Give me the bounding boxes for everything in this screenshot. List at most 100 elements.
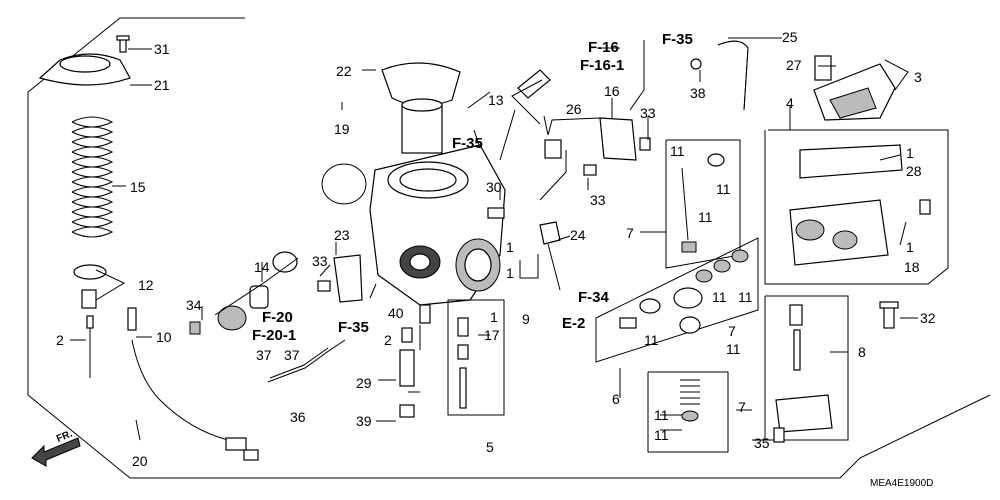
label-11-e: 11 <box>738 289 753 305</box>
float-chamber-box-8 <box>764 295 849 441</box>
label-16: 16 <box>604 83 620 99</box>
label-22: 22 <box>336 63 352 79</box>
label-1-a: 1 <box>506 239 514 255</box>
label-5: 5 <box>486 439 494 455</box>
label-2-left: 2 <box>56 332 64 348</box>
spring-15 <box>71 116 114 238</box>
ref-f35-bottom: F-35 <box>338 319 369 336</box>
diagram-code: MEA4E1900D <box>870 478 933 489</box>
carburetor-body <box>369 144 506 306</box>
label-10: 10 <box>156 329 172 345</box>
bracket-16 <box>599 117 637 161</box>
ref-f20: F-20 <box>262 309 293 326</box>
label-28: 28 <box>906 163 922 179</box>
label-17: 17 <box>484 327 500 343</box>
float-bowl-box-4 <box>764 129 949 285</box>
o-ring-19 <box>321 163 367 205</box>
label-11-d: 11 <box>712 289 727 305</box>
label-8: 8 <box>858 344 866 360</box>
label-24: 24 <box>570 227 586 243</box>
label-20: 20 <box>132 453 148 469</box>
frame-bottom <box>27 92 991 479</box>
ref-f35-top: F-35 <box>662 31 693 48</box>
label-11-h: 11 <box>654 407 669 423</box>
linkage-box-6 <box>595 237 759 363</box>
label-32: 32 <box>920 310 936 326</box>
label-1-bowl: 1 <box>906 239 914 255</box>
label-19: 19 <box>334 121 350 137</box>
label-7-c: 7 <box>738 399 746 415</box>
ref-f20-1: F-20-1 <box>252 327 296 344</box>
label-27: 27 <box>786 57 802 73</box>
label-38: 38 <box>690 85 706 101</box>
ref-f34: F-34 <box>578 289 610 306</box>
bolt-33-left <box>317 280 331 292</box>
label-4: 4 <box>786 95 794 111</box>
label-11-a: 11 <box>670 143 685 159</box>
ref-e2: E-2 <box>562 315 585 332</box>
label-18: 18 <box>904 259 920 275</box>
funnel-22 <box>381 62 461 154</box>
bolt-30 <box>487 207 505 219</box>
screw-31 <box>116 35 130 53</box>
label-9: 9 <box>522 311 530 327</box>
label-11-i: 11 <box>654 427 669 443</box>
choke-assembly-14 <box>217 251 298 331</box>
slide-jet-17 <box>447 299 505 416</box>
label-35: 35 <box>754 435 770 451</box>
label-3: 3 <box>914 69 922 85</box>
air-screw-24 <box>539 221 561 291</box>
label-14: 14 <box>254 259 270 275</box>
label-40: 40 <box>388 305 404 321</box>
label-11-b: 11 <box>716 181 731 197</box>
needle-holder-12 <box>73 264 107 309</box>
pump-box-7 <box>647 371 729 453</box>
label-12: 12 <box>138 277 154 293</box>
leader-lines <box>70 37 918 441</box>
label-1-jet: 1 <box>490 309 498 325</box>
ref-f35-mid: F-35 <box>452 135 483 152</box>
reference-codes: F-16 F-16-1 F-35 F-35 F-35 F-20 F-20-1 F… <box>252 31 693 344</box>
fuel-pipe-13 <box>499 69 551 161</box>
label-33-left: 33 <box>312 253 328 269</box>
screw-32 <box>879 301 899 329</box>
label-7-a: 7 <box>626 225 634 241</box>
label-37-b: 37 <box>284 347 300 363</box>
label-2-center: 2 <box>384 332 392 348</box>
label-21: 21 <box>154 77 170 93</box>
label-6: 6 <box>612 391 620 407</box>
label-25: 25 <box>782 29 798 45</box>
link-rod-36 <box>267 339 346 383</box>
front-direction-arrow <box>31 437 81 467</box>
label-23: 23 <box>334 227 350 243</box>
label-39: 39 <box>356 413 372 429</box>
label-7-b: 7 <box>728 323 736 339</box>
clamp-38 <box>690 58 702 70</box>
label-33-mid: 33 <box>590 192 606 208</box>
label-11-g: 11 <box>726 341 741 357</box>
label-11-f: 11 <box>644 332 659 348</box>
label-1-b: 1 <box>506 265 514 281</box>
label-33-right: 33 <box>640 105 656 121</box>
throttle-cable-20 <box>127 307 259 461</box>
bolt-34 <box>189 321 201 335</box>
label-13: 13 <box>488 92 504 108</box>
jet-needle-2 <box>86 315 94 378</box>
ref-f16: F-16 <box>588 39 619 56</box>
label-15: 15 <box>130 179 146 195</box>
hose-25 <box>717 40 749 111</box>
float-3 <box>813 63 896 121</box>
label-34: 34 <box>186 297 202 313</box>
bolts-33 <box>583 137 651 176</box>
bracket-23 <box>333 254 363 303</box>
label-29: 29 <box>356 375 372 391</box>
jet-29-40-39 <box>399 304 431 418</box>
label-11-c: 11 <box>698 209 713 225</box>
label-37-a: 37 <box>256 347 272 363</box>
label-30: 30 <box>486 179 502 195</box>
label-31: 31 <box>154 41 170 57</box>
ref-f16-1: F-16-1 <box>580 57 624 74</box>
part-labels: 31 21 15 12 2 10 20 34 14 22 19 23 33 37… <box>56 29 936 469</box>
